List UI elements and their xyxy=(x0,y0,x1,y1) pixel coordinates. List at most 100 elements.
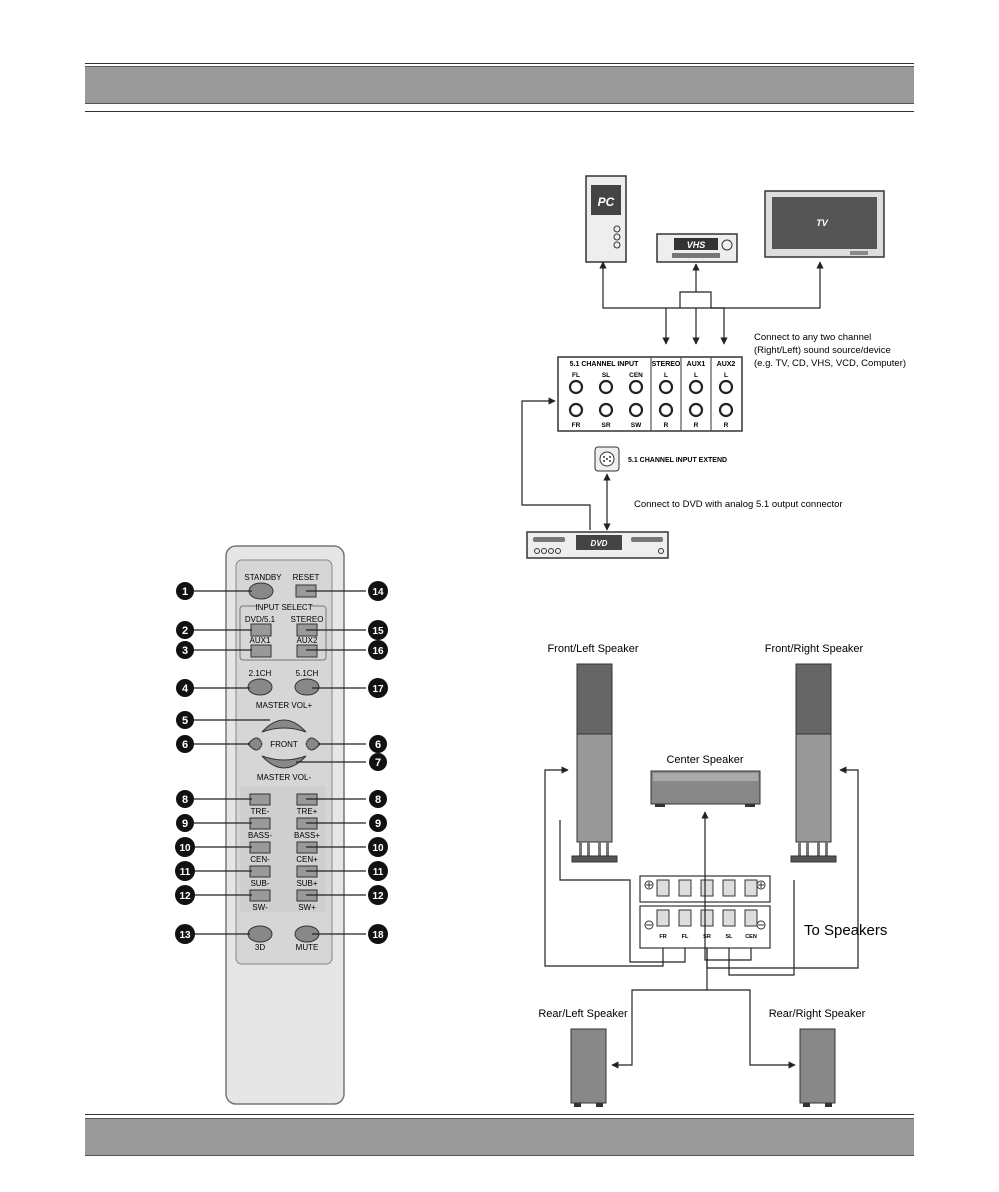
jack-top-label-aux2-l: L xyxy=(724,372,728,379)
callout-10-right: 10 xyxy=(372,843,384,854)
center-speaker xyxy=(650,770,761,807)
aux1-button[interactable] xyxy=(250,644,272,658)
ch21-button[interactable] xyxy=(247,678,273,696)
callout-16: 16 xyxy=(372,646,384,657)
callout-8-left: 8 xyxy=(182,794,188,806)
cen-minus-button[interactable] xyxy=(249,841,271,854)
rear-left-speaker xyxy=(570,1028,607,1107)
front-minus-button[interactable] xyxy=(247,737,263,751)
vhs-label: VHS xyxy=(687,240,706,250)
jack-top-label-stereo-l: L xyxy=(664,372,668,379)
mute-label: MUTE xyxy=(296,943,319,952)
tv-set: TV xyxy=(764,190,885,258)
sub-plus-label: SUB+ xyxy=(296,879,317,888)
aux2-button[interactable] xyxy=(296,644,318,658)
front-left-speaker-label: Front/Left Speaker xyxy=(547,643,638,655)
sub-minus-label: SUB- xyxy=(250,879,269,888)
bass-plus-label: BASS+ xyxy=(294,831,320,840)
top-header-bar xyxy=(85,66,914,104)
callout-13: 13 xyxy=(179,930,191,941)
sw-plus-label: SW+ xyxy=(298,903,316,912)
aux1-label: AUX1 xyxy=(250,636,271,645)
jack-bottom-label-sw: SW xyxy=(631,422,642,429)
center-speaker-label: Center Speaker xyxy=(666,754,743,766)
rear-left-speaker-label: Rear/Left Speaker xyxy=(538,1008,628,1020)
cen-minus-label: CEN- xyxy=(250,855,270,864)
standby-button[interactable] xyxy=(248,582,274,600)
dvd-connections xyxy=(521,397,611,531)
master-vol-plus-button[interactable] xyxy=(261,719,307,733)
jack-bottom-label-aux1-r: R xyxy=(694,422,699,429)
callout-5: 5 xyxy=(182,715,188,727)
ch51-label: 5.1CH xyxy=(296,669,319,678)
callout-9-left: 9 xyxy=(182,818,188,830)
tre-plus-label: TRE+ xyxy=(297,807,318,816)
rear-right-speaker-label: Rear/Right Speaker xyxy=(769,1008,866,1020)
sub-minus-button[interactable] xyxy=(249,865,271,878)
extend-connector: 5.1 CHANNEL INPUT EXTEND xyxy=(594,446,727,472)
bass-minus-label: BASS- xyxy=(248,831,272,840)
sw-minus-label: SW- xyxy=(252,903,268,912)
input-title-aux1: AUX1 xyxy=(687,361,706,368)
ch21-label: 2.1CH xyxy=(249,669,272,678)
dvd-player: DVD xyxy=(526,531,669,559)
speaker-wires xyxy=(544,766,859,1069)
callout-4: 4 xyxy=(182,683,189,695)
input-title-aux2: AUX2 xyxy=(717,361,736,368)
dvd51-button[interactable] xyxy=(250,623,272,637)
dvd51-label: DVD/5.1 xyxy=(245,615,276,624)
callout-9-right: 9 xyxy=(375,818,381,830)
input-title-stereo: STEREO xyxy=(652,361,681,368)
standby-label: STANDBY xyxy=(244,573,282,582)
input-panel: 5.1 CHANNEL INPUT STEREO AUX1 AUX2 FL SL… xyxy=(557,356,743,432)
callout-badges: 1 2 3 4 5 6 6 7 8 8 9 9 10 10 11 11 12 1… xyxy=(175,581,388,944)
terminal-label-fl: FL xyxy=(682,934,689,940)
connect-dvd-label: Connect to DVD with analog 5.1 output co… xyxy=(634,499,843,510)
jack-bottom-label-stereo-r: R xyxy=(664,422,669,429)
callout-12-left: 12 xyxy=(179,891,191,902)
three-d-button[interactable] xyxy=(247,925,273,943)
input-title-51: 5.1 CHANNEL INPUT xyxy=(570,361,639,368)
three-d-label: 3D xyxy=(255,943,265,952)
rear-right-speaker xyxy=(799,1028,836,1107)
master-vol-minus-button[interactable] xyxy=(261,755,307,769)
ch51-button[interactable] xyxy=(294,678,320,696)
bottom-footer-bar xyxy=(85,1118,914,1156)
master-vol-minus-label: MASTER VOL- xyxy=(257,773,312,782)
top-rule xyxy=(85,63,914,64)
pc-tower: PC xyxy=(585,175,627,263)
jack-top-label-fl: FL xyxy=(572,372,580,379)
tre-minus-button[interactable] xyxy=(249,793,271,806)
cen-plus-label: CEN+ xyxy=(296,855,318,864)
callout-15: 15 xyxy=(372,626,384,637)
jack-top-label-sl: SL xyxy=(602,372,610,379)
connect-two-channel-line-3: (e.g. TV, CD, VHS, VCD, Computer) xyxy=(754,358,906,369)
callout-7: 7 xyxy=(375,757,381,769)
rca-jacks-top xyxy=(568,379,734,395)
callout-17: 17 xyxy=(372,684,384,695)
callout-10-left: 10 xyxy=(179,843,191,854)
bottom-rule xyxy=(85,1114,914,1115)
sw-minus-button[interactable] xyxy=(249,889,271,902)
callout-8-right: 8 xyxy=(375,794,381,806)
bass-minus-button[interactable] xyxy=(249,817,271,830)
callout-6-left: 6 xyxy=(182,739,188,751)
tv-label: TV xyxy=(816,218,828,228)
terminal-label-cen: CEN xyxy=(745,934,757,940)
terminal-label-sl: SL xyxy=(725,934,733,940)
callout-6-right: 6 xyxy=(375,739,381,751)
connect-two-channel-line-1: Connect to any two channel xyxy=(754,332,871,343)
front-right-speaker xyxy=(790,663,837,863)
terminal-label-sr: SR xyxy=(703,934,711,940)
front-plus-button[interactable] xyxy=(305,737,321,751)
input-select-label: INPUT SELECT xyxy=(255,603,312,612)
aux2-label: AUX2 xyxy=(297,636,318,645)
front-right-speaker-label: Front/Right Speaker xyxy=(765,643,864,655)
callout-11-right: 11 xyxy=(373,867,384,878)
callout-11-left: 11 xyxy=(180,867,191,878)
jack-bottom-label-aux2-r: R xyxy=(724,422,729,429)
source-connections xyxy=(599,261,824,345)
stereo-label: STEREO xyxy=(291,615,324,624)
front-left-speaker xyxy=(571,663,618,863)
master-vol-plus-label: MASTER VOL+ xyxy=(256,701,313,710)
